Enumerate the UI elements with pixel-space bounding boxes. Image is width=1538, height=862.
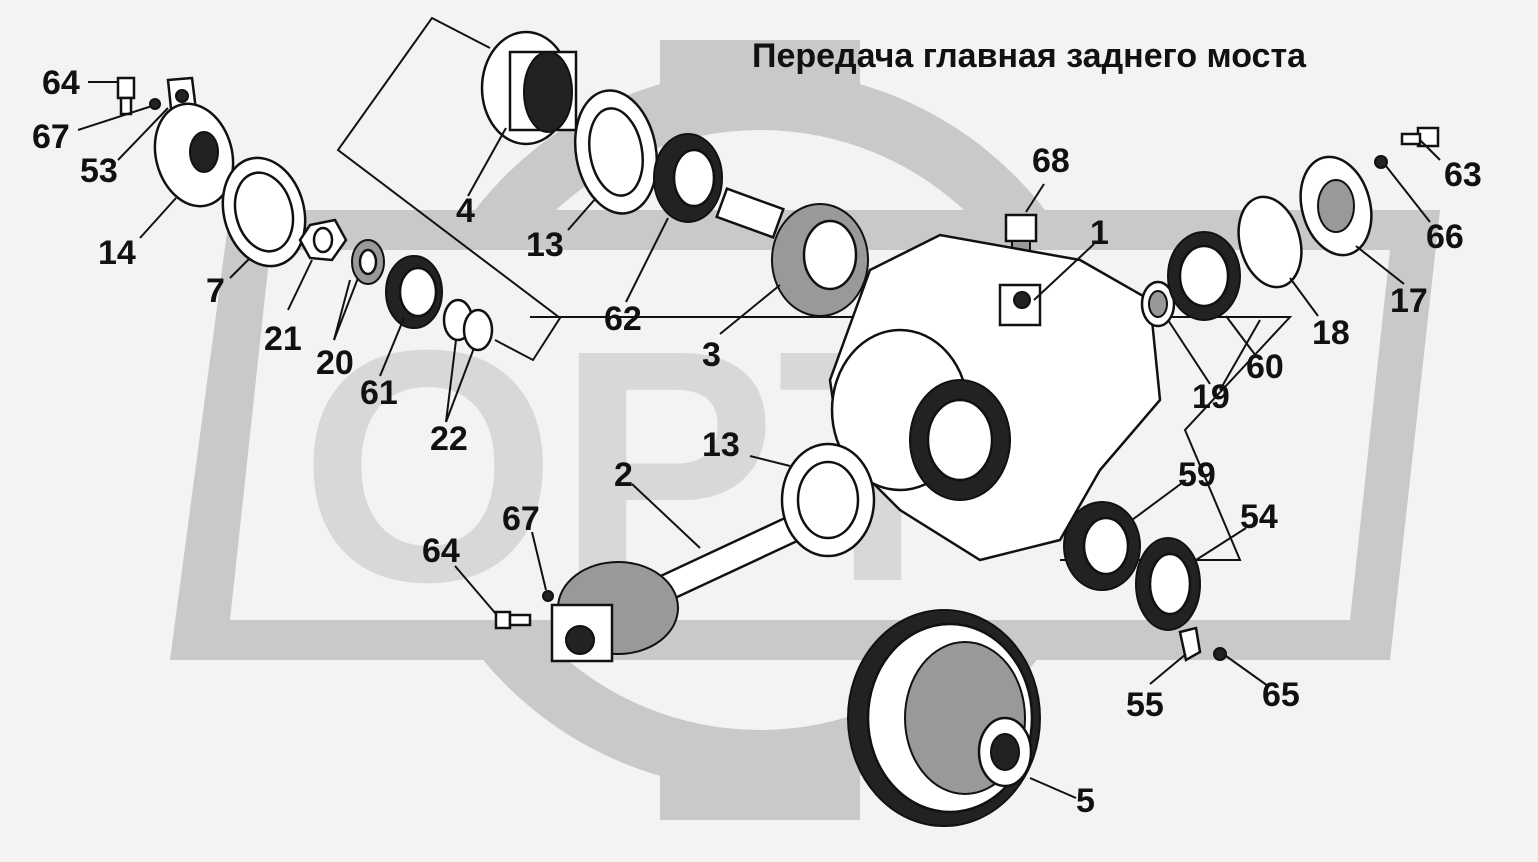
callout-5: 5 <box>1076 782 1095 820</box>
washer-66 <box>1374 155 1388 169</box>
bolt-64-lower <box>494 610 532 630</box>
callout-59: 59 <box>1178 456 1216 494</box>
housing-1 <box>828 233 1162 562</box>
bearing-59 <box>1063 501 1141 591</box>
callout-13-top: 13 <box>526 226 564 264</box>
gasket-18 <box>1237 195 1303 289</box>
bearing-60 <box>1167 231 1241 321</box>
callout-61: 61 <box>360 374 398 412</box>
cover-14 <box>153 102 235 208</box>
pinion-gear-3 <box>715 187 869 317</box>
callout-67-top: 67 <box>32 118 70 156</box>
callout-19: 19 <box>1192 378 1230 416</box>
callout-17: 17 <box>1390 282 1428 320</box>
bolt-65 <box>1213 647 1227 661</box>
callout-63: 63 <box>1444 156 1482 194</box>
bearing-cup-4 <box>480 30 578 146</box>
callout-55: 55 <box>1126 686 1164 724</box>
adjusting-nut-54 <box>1135 537 1201 631</box>
callout-22: 22 <box>430 420 468 458</box>
callout-18: 18 <box>1312 314 1350 352</box>
differential-5 <box>847 609 1041 827</box>
bolt-63 <box>1400 126 1440 148</box>
callout-66: 66 <box>1426 218 1464 256</box>
callout-54: 54 <box>1240 498 1278 536</box>
shim-13-lower <box>780 442 876 558</box>
gasket-7 <box>221 156 307 268</box>
washer-67-top <box>149 98 161 110</box>
lock-plate-55 <box>1178 626 1202 662</box>
diagram-title: Передача главная заднего моста <box>752 37 1307 75</box>
callout-64-top: 64 <box>42 64 80 102</box>
callout-3: 3 <box>702 336 721 374</box>
callout-67-lower: 67 <box>502 500 540 538</box>
bearing-61 <box>385 255 443 329</box>
callout-4: 4 <box>456 192 475 230</box>
callout-7: 7 <box>206 272 225 310</box>
callout-2: 2 <box>614 456 633 494</box>
washer-20 <box>351 239 385 285</box>
callout-21: 21 <box>264 320 302 358</box>
callout-62: 62 <box>604 300 642 338</box>
leader-lines <box>77 81 1441 799</box>
bearing-62 <box>653 133 723 223</box>
callout-13-lower: 13 <box>702 426 740 464</box>
callout-60: 60 <box>1246 348 1284 386</box>
callout-labels: 64 67 53 14 7 21 20 61 22 4 13 62 3 68 1… <box>32 64 1482 820</box>
callout-14: 14 <box>98 234 136 272</box>
nut-21 <box>298 218 348 262</box>
shim-13-top <box>573 89 659 215</box>
watermark-logo: OPT <box>170 40 1440 820</box>
shaft-assembly-2 <box>550 514 801 663</box>
callout-64-lower: 64 <box>422 532 460 570</box>
cover-17 <box>1299 155 1373 257</box>
callout-68: 68 <box>1032 142 1070 180</box>
washer-67-lower <box>542 590 554 602</box>
rings-22 <box>442 298 494 352</box>
seal-19 <box>1140 280 1176 328</box>
callout-20: 20 <box>316 344 354 382</box>
callout-1: 1 <box>1090 214 1109 252</box>
callout-65: 65 <box>1262 676 1300 714</box>
callout-53: 53 <box>80 152 118 190</box>
bolt-64-top <box>116 76 136 116</box>
